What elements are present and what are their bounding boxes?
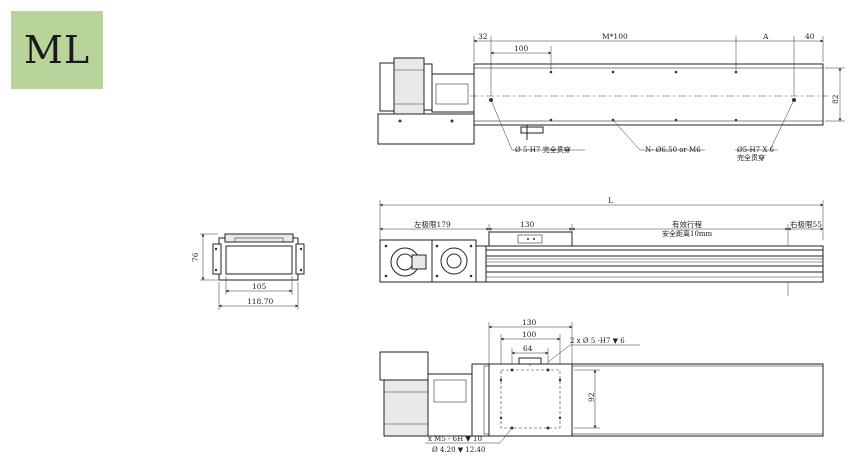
note-thread: x M5 - 6H ▼ 10 [428, 435, 482, 443]
note-hole: Ø 5-H7 完全贯穿 [515, 145, 571, 154]
motor-body-bottom [383, 379, 429, 437]
dim-100: 100 [514, 44, 529, 53]
rail-profile-side [475, 245, 824, 283]
dim-118-70: 118.70 [247, 297, 273, 306]
dim-64: 64 [523, 344, 533, 353]
note-pin: 2 x Ø 5 -H7 ▼ 6 [570, 337, 625, 345]
end-profile [218, 237, 299, 281]
dim-130: 130 [520, 220, 535, 229]
dim-left-limit: 左极限179 [414, 219, 451, 229]
dim-76: 76 [191, 252, 200, 262]
motor-bracket [379, 351, 429, 381]
rail-body-top [473, 63, 824, 126]
note-drill: Ø 4.20 ▼ 12.40 [432, 446, 485, 454]
end-view: 76 105 118.70 [191, 233, 305, 310]
note-n-holes: N- Ø6.50 or M6 [645, 146, 701, 154]
dim-105: 105 [252, 282, 267, 291]
dim-l: L [608, 196, 613, 205]
model-badge: ML [11, 11, 103, 89]
carriage-side [488, 231, 573, 247]
motor-endcap [379, 62, 395, 112]
dim-40: 40 [805, 32, 815, 41]
note-pin-2: 完全贯穿 [737, 153, 765, 162]
note-pin: Ø5-H7 X 6 [737, 146, 775, 154]
motor-adapter [431, 73, 475, 113]
coupling-block [431, 239, 477, 283]
side-view: L 左极限179 130 有效行程 安全距离10mm 右极限55 [379, 196, 824, 296]
dim-a: A [762, 32, 769, 41]
dim-130: 130 [522, 318, 537, 327]
dim-82: 82 [831, 94, 840, 104]
bottom-view: 130 100 64 92 2 x Ø 5 -H7 ▼ 6 [379, 318, 824, 454]
dim-right-limit: 右极限55 [790, 219, 822, 229]
dim-m100: M*100 [602, 32, 628, 41]
dim-92: 92 [587, 392, 596, 402]
model-badge-label: ML [23, 28, 91, 72]
carriage-bottom [488, 363, 573, 437]
top-view: 32 M*100 A 40 100 82 Ø 5-H7 完全贯穿 N- Ø6.5… [377, 32, 845, 162]
motor-baseplate [377, 113, 475, 145]
dim-100: 100 [522, 330, 537, 339]
dim-safety: 安全距离10mm [662, 229, 713, 238]
dim-32: 32 [478, 32, 488, 41]
dim-stroke: 有效行程 [672, 219, 702, 229]
motor-body [393, 57, 425, 117]
